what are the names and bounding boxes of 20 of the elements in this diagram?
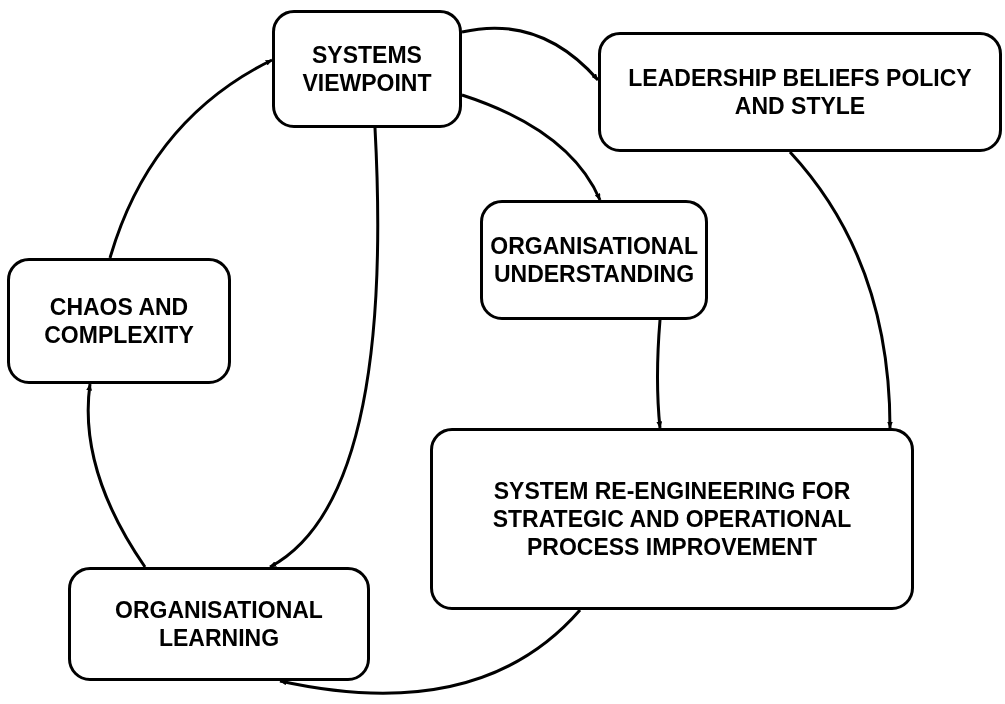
process-box [598, 32, 1002, 152]
box-label: ORGANISATIONAL LEARNING [114, 596, 324, 652]
box-label: CHAOS AND COMPLEXITY [43, 293, 195, 349]
curved-arrow [461, 26, 600, 82]
curved-arrow [461, 93, 602, 201]
curved-arrow [108, 58, 273, 259]
curved-arrow [86, 383, 147, 568]
curved-arrow [279, 608, 582, 695]
curved-arrow [269, 127, 380, 569]
curved-arrow [788, 151, 893, 429]
box-label: SYSTEM RE-ENGINEERING FOR STRATEGIC AND OPERATIONAL PROCESS IMPROVEMENT [491, 477, 853, 561]
box-label: SYSTEMS VIEWPOINT [301, 41, 433, 97]
process-box [480, 200, 708, 320]
process-box [430, 428, 914, 610]
box-label: ORGANISATIONAL UNDERSTANDING [490, 232, 698, 288]
process-box [68, 567, 370, 681]
curved-arrow [656, 319, 663, 429]
box-label: LEADERSHIP BELIEFS POLICY AND STYLE [627, 64, 973, 120]
process-box [272, 10, 462, 128]
process-box [7, 258, 231, 384]
